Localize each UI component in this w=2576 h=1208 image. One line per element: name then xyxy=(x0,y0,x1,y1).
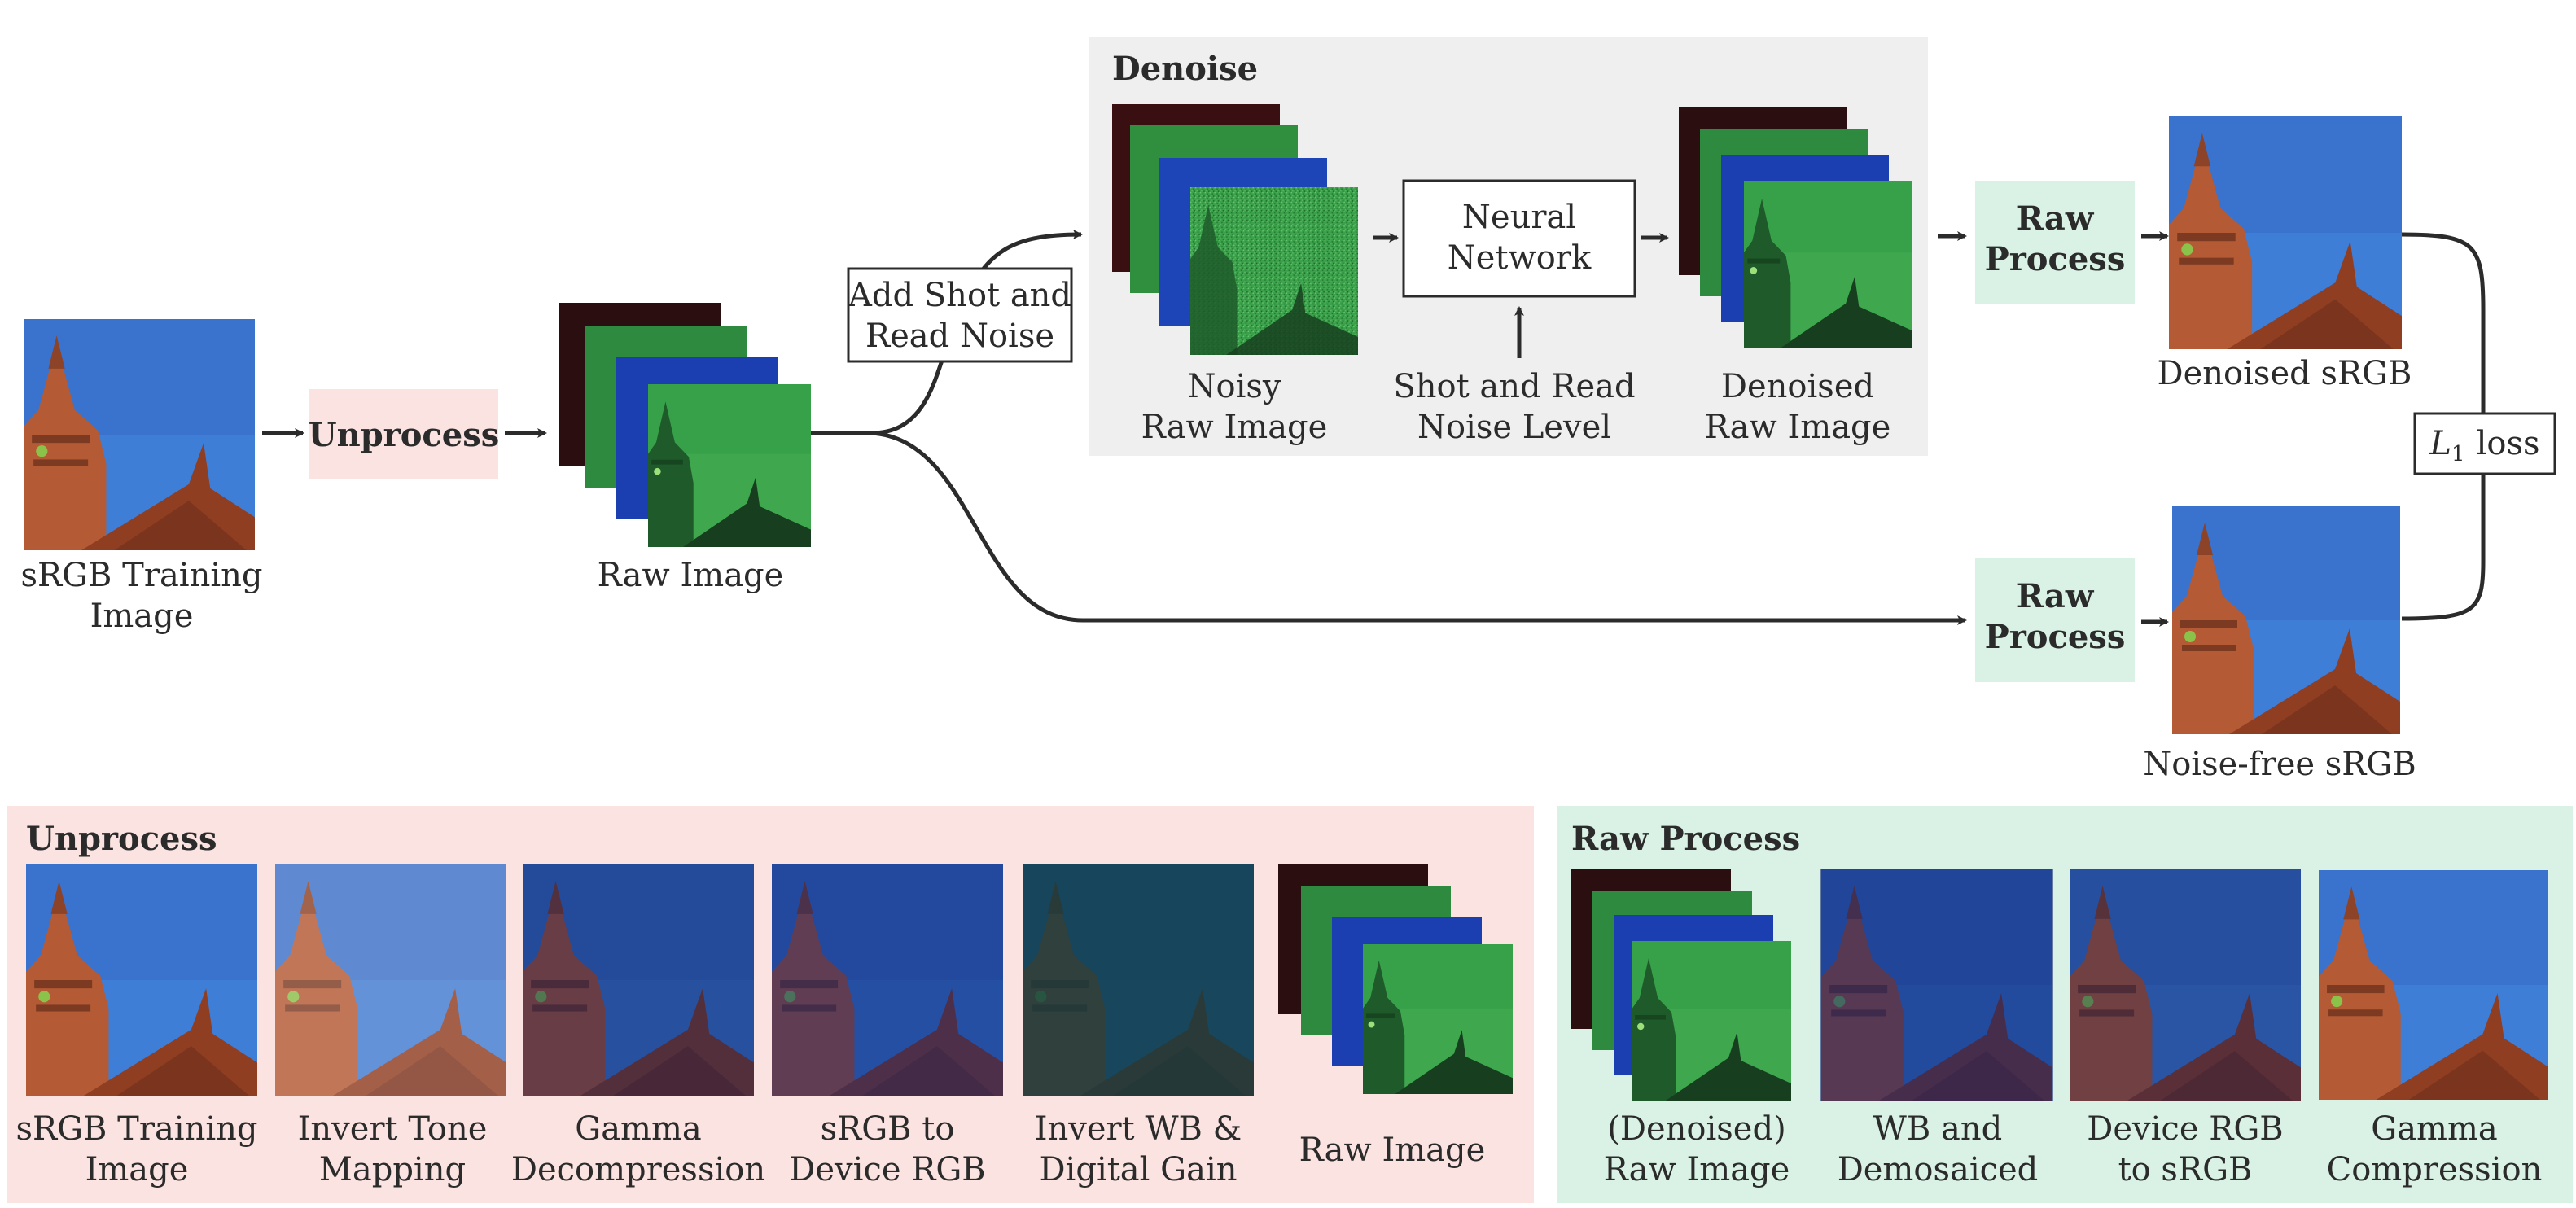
unprocess-step-label: Gamma xyxy=(575,1110,702,1148)
raw-process-step-label: Raw Image xyxy=(1604,1151,1790,1188)
noise-level-label-1: Shot and Read xyxy=(1393,368,1635,405)
noisy-raw-image-stack xyxy=(1112,104,1358,355)
unprocess-step-device-rgb xyxy=(772,864,1003,1096)
srgb-training-label-1: sRGB Training xyxy=(20,557,262,594)
unprocess-step-label: Decompression xyxy=(511,1151,765,1188)
raw-process-1-label-2: Process xyxy=(1985,240,2126,278)
raw-image-label: Raw Image xyxy=(598,557,784,594)
unprocess-step-label: sRGB Training xyxy=(15,1110,257,1148)
denoised-raw-image-stack xyxy=(1679,107,1912,348)
raw-process-step-raw-stack xyxy=(1571,869,1791,1101)
add-noise-box xyxy=(847,267,1073,363)
neural-network-label-1: Neural xyxy=(1462,199,1576,236)
unprocess-step-label: Image xyxy=(85,1151,189,1188)
raw-process-1-label-1: Raw xyxy=(2017,199,2095,238)
unprocess-step-label: Invert Tone xyxy=(298,1110,488,1148)
raw-process-step-label: Device RGB xyxy=(2087,1110,2283,1148)
srgb-training-image xyxy=(24,319,255,550)
raw-process-step-gamma-compression xyxy=(2319,870,2548,1100)
denoised-srgb-image xyxy=(2169,116,2402,349)
denoised-raw-label-1: Denoised xyxy=(1721,368,1874,405)
noise-level-label-2: Noise Level xyxy=(1417,409,1611,446)
unprocess-panel-title: Unprocess xyxy=(26,820,217,858)
loss-connector-bottom xyxy=(2401,474,2486,621)
unprocess-step-raw-stack xyxy=(1278,864,1513,1094)
srgb-training-label-2: Image xyxy=(90,597,194,635)
unprocess-step-label: Digital Gain xyxy=(1039,1151,1237,1188)
loss-connector-top xyxy=(2401,232,2486,415)
unprocess-step-srgb xyxy=(26,864,257,1096)
denoised-srgb-label: Denoised sRGB xyxy=(2158,355,2412,392)
raw-process-box-2 xyxy=(1975,558,2135,682)
add-noise-label-2: Read Noise xyxy=(865,317,1054,355)
unprocess-box xyxy=(309,389,498,479)
raw-process-panel-title: Raw Process xyxy=(1571,820,1800,858)
unprocess-step-label: Raw Image xyxy=(1299,1131,1486,1169)
raw-process-step-label: WB and xyxy=(1873,1110,2002,1148)
unprocess-step-label: Invert WB & xyxy=(1035,1110,1242,1148)
noise-free-srgb-label: Noise-free sRGB xyxy=(2143,746,2416,783)
unprocess-step-label: sRGB to xyxy=(821,1110,955,1148)
denoised-raw-label-2: Raw Image xyxy=(1705,409,1891,446)
raw-process-box-1 xyxy=(1975,181,2135,304)
noise-free-srgb-image xyxy=(2172,506,2400,734)
raw-process-step-label: Demosaiced xyxy=(1838,1151,2039,1188)
denoise-title: Denoise xyxy=(1112,50,1258,88)
unprocess-step-invert-wb xyxy=(1023,864,1254,1096)
neural-network-label-2: Network xyxy=(1448,239,1592,277)
split-path-down xyxy=(870,431,1967,625)
unprocess-step-invert-tone xyxy=(275,864,506,1096)
raw-process-step-device-to-srgb xyxy=(2070,869,2301,1101)
unprocess-step-label: Device RGB xyxy=(789,1151,985,1188)
raw-process-step-label: Compression xyxy=(2327,1151,2543,1188)
unprocess-box-label: Unprocess xyxy=(309,416,500,454)
raw-process-2-label-1: Raw xyxy=(2017,577,2095,615)
unprocess-step-label: Mapping xyxy=(319,1151,466,1188)
raw-process-step-label: Gamma xyxy=(2371,1110,2498,1148)
raw-process-step-label: to sRGB xyxy=(2118,1151,2253,1188)
add-noise-label-1: Add Shot and xyxy=(848,277,1071,314)
l1-loss-box xyxy=(2413,412,2556,475)
raw-process-step-wb-demosaiced xyxy=(1820,869,2053,1101)
neural-network-box xyxy=(1402,179,1636,298)
raw-process-2-label-2: Process xyxy=(1985,618,2126,656)
unprocess-step-gamma-decompression xyxy=(523,864,754,1096)
noisy-raw-label-2: Raw Image xyxy=(1141,409,1328,446)
noisy-raw-label-1: Noisy xyxy=(1188,368,1281,405)
raw-image-stack xyxy=(559,303,811,547)
raw-process-step-label: (Denoised) xyxy=(1607,1110,1785,1148)
